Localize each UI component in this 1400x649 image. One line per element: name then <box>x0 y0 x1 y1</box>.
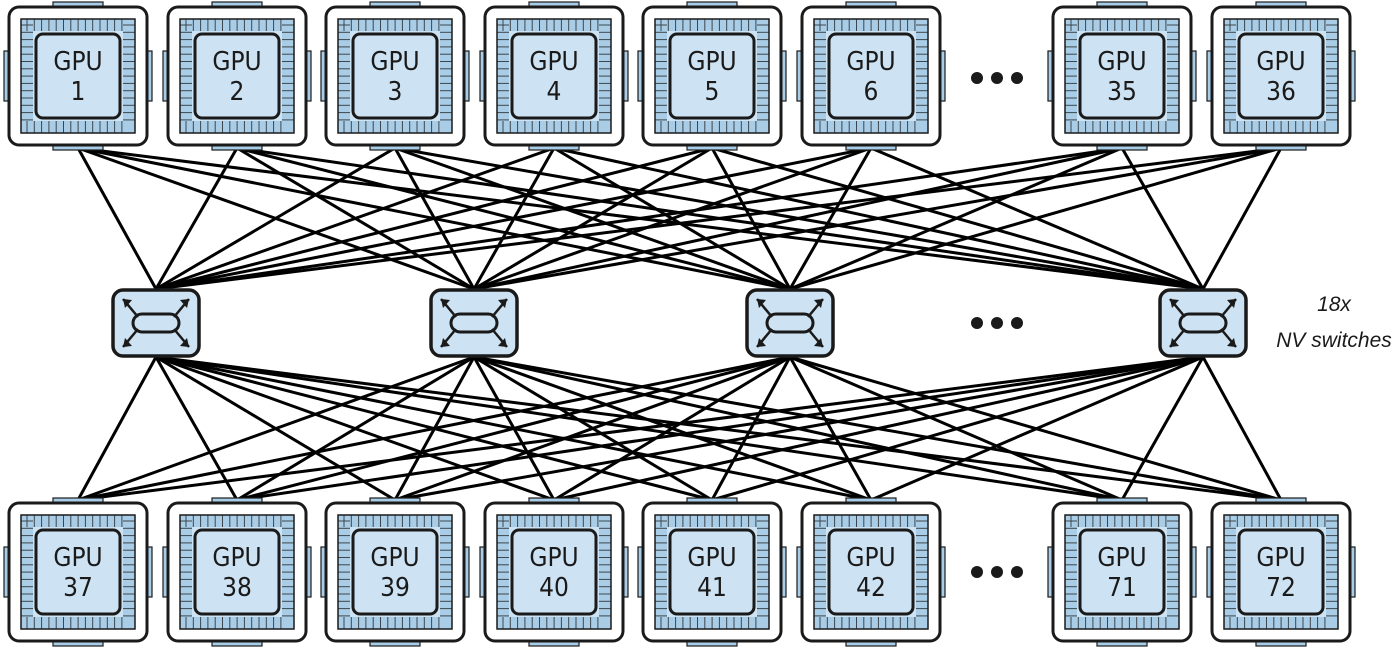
nvlink-line <box>1201 147 1283 290</box>
nvlink-line <box>870 146 1204 291</box>
nvlink-line <box>77 146 1204 291</box>
switch-count-label: 18x <box>1317 293 1352 316</box>
nvlink-line <box>154 147 239 290</box>
gpu-label: GPU <box>529 47 578 77</box>
nvlink-connections <box>76 146 1283 502</box>
gpu-label: GPU <box>846 543 895 573</box>
nvlink-line <box>553 146 791 291</box>
nvlink-line <box>553 146 1204 291</box>
switch-count-note: 18x NV switches <box>1276 293 1392 352</box>
gpu-number: 39 <box>380 573 410 603</box>
nvswitch-icon <box>1158 288 1248 358</box>
gpu-number: 38 <box>222 573 252 603</box>
nvlink-line <box>76 147 158 290</box>
nvlink-line <box>236 355 791 502</box>
gpu-number: 1 <box>71 77 86 107</box>
gpu-label: GPU <box>212 47 261 77</box>
nvlink-line <box>710 356 792 501</box>
ellipsis-icon <box>971 72 1023 84</box>
nvlink-line <box>77 146 791 291</box>
nvswitch-icon <box>429 288 519 358</box>
nvlink-line <box>236 146 1204 291</box>
nvlink-line <box>154 356 239 501</box>
gpu-label: GPU <box>1097 47 1146 77</box>
nvlink-line <box>870 355 1204 502</box>
gpu-label: GPU <box>370 47 419 77</box>
nvlink-line <box>76 356 158 501</box>
nvlink-line <box>236 146 791 291</box>
nvlink-line <box>553 355 1204 502</box>
nvlink-line <box>77 355 791 502</box>
gpu-label: GPU <box>846 47 895 77</box>
gpu-number: 36 <box>1266 77 1296 107</box>
gpu-number: 3 <box>388 77 403 107</box>
nvlink-line <box>394 146 1204 291</box>
nvlink-line <box>1120 147 1205 290</box>
nvlink-line <box>1201 356 1283 501</box>
ellipsis-icon <box>971 566 1023 578</box>
nvlink-line <box>77 355 1204 502</box>
gpu-number: 72 <box>1266 573 1296 603</box>
nvswitch-icon <box>111 288 201 358</box>
gpu-label: GPU <box>1256 543 1305 573</box>
gpu-number: 37 <box>63 573 93 603</box>
gpu-number: 2 <box>230 77 245 107</box>
nvlink-line <box>711 355 1204 502</box>
nvlink-line <box>236 355 1204 502</box>
nvswitch-icon <box>745 288 835 358</box>
gpu-number: 42 <box>856 573 886 603</box>
gpu-number: 35 <box>1107 77 1137 107</box>
gpu-label: GPU <box>687 47 736 77</box>
switch-type-label: NV switches <box>1276 329 1392 352</box>
gpu-number: 41 <box>697 573 727 603</box>
ellipsis-group <box>971 72 1023 578</box>
nvlink-line <box>710 147 792 290</box>
nvlink-line <box>77 355 475 502</box>
gpu-label: GPU <box>53 543 102 573</box>
gpu-number: 71 <box>1107 573 1137 603</box>
gpu-label: GPU <box>687 543 736 573</box>
nvlink-line <box>77 146 475 291</box>
nvlink-line <box>394 146 791 291</box>
ellipsis-icon <box>971 317 1023 329</box>
gpu-label: GPU <box>1256 47 1305 77</box>
nvlink-line <box>553 355 791 502</box>
gpu-label: GPU <box>370 543 419 573</box>
gpu-number: 6 <box>864 77 879 107</box>
nvlink-line <box>788 356 873 501</box>
gpu-label: GPU <box>529 543 578 573</box>
nvlink-line <box>394 355 1204 502</box>
gpu-label: GPU <box>212 543 261 573</box>
gpu-number: 4 <box>547 77 562 107</box>
nvlink-line <box>1120 356 1205 501</box>
nvlink-line <box>788 147 873 290</box>
gpu-number: 5 <box>705 77 720 107</box>
nvlink-line <box>711 146 1204 291</box>
gpu-label: GPU <box>1097 543 1146 573</box>
gpu-label: GPU <box>53 47 102 77</box>
nvswitch-row <box>111 288 1248 358</box>
gpu-number: 40 <box>539 573 569 603</box>
nvlink-line <box>394 355 791 502</box>
